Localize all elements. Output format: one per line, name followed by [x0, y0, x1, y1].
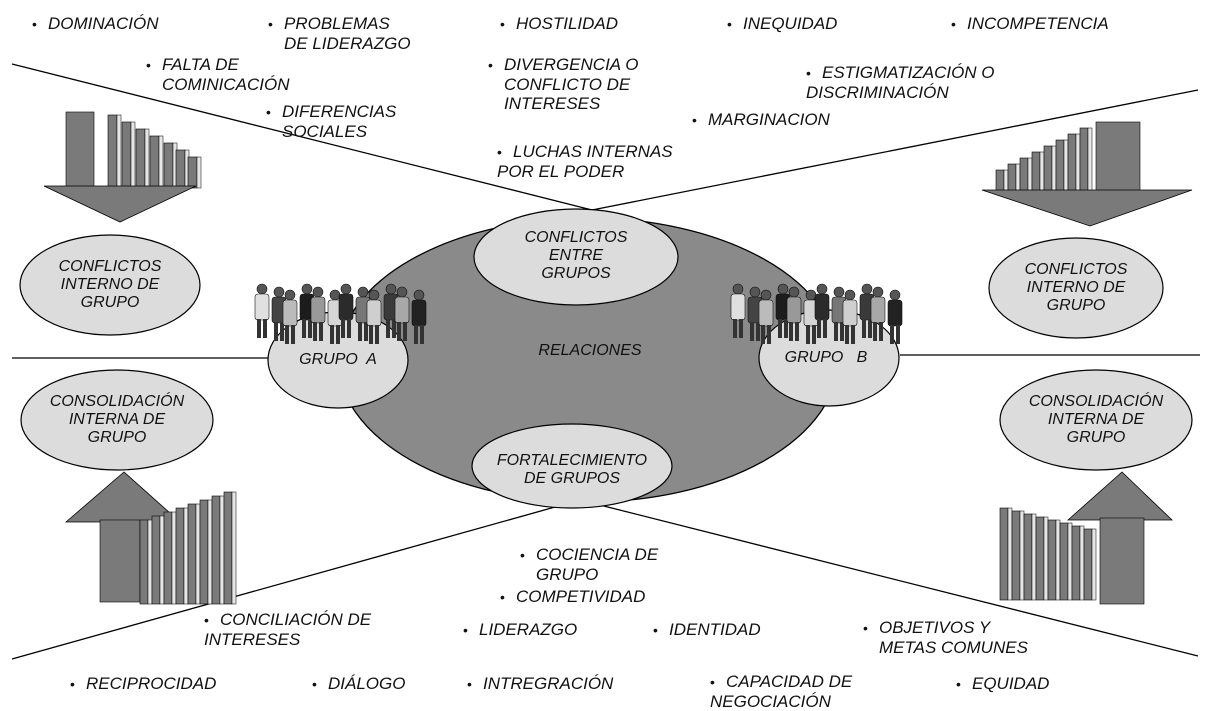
factor-label: •EQUIDAD: [956, 674, 1050, 693]
divider-top-right: [591, 89, 1199, 211]
node-line: GRUPO: [1046, 297, 1106, 314]
node-line: CONSOLIDACIÓN: [49, 393, 185, 410]
node-line: INTERNO DE: [60, 276, 160, 293]
factor-label: •DOMINACIÓN: [32, 14, 159, 33]
node-line: FORTALECIMIENTO: [496, 452, 648, 469]
node-line: CONSOLIDACIÓN: [1028, 393, 1164, 410]
node-line: INTERNO DE: [1026, 279, 1126, 296]
down-arrow-icon: [43, 111, 202, 223]
conflicts-between-ellipse: [473, 208, 679, 306]
divider-bottom-right: [579, 499, 1199, 657]
people-crowd-icon: [730, 283, 903, 344]
node-line: CONFLICTOS: [58, 258, 162, 275]
node-line: GRUPOS: [541, 265, 611, 282]
right-conflict-label: CONFLICTOS INTERNO DE GRUPO: [986, 261, 1166, 315]
factor-label: •IDENTIDAD: [653, 620, 761, 639]
factor-label: •INTREGRACIÓN: [467, 674, 614, 693]
node-line: GRUPO: [1066, 429, 1126, 446]
node-line: GRUPO: [87, 429, 147, 446]
up-arrow-icon: [999, 471, 1173, 605]
left-conflict-label: CONFLICTOS INTERNO DE GRUPO: [20, 258, 200, 312]
up-arrow-icon: [64, 471, 237, 605]
strengthening-label: FORTALECIMIENTO DE GRUPOS: [472, 452, 672, 488]
node-line: CONFLICTOS: [524, 229, 628, 246]
node-line: CONFLICTOS: [1024, 261, 1128, 278]
factor-label: •INEQUIDAD: [727, 14, 838, 33]
node-line: DE GRUPOS: [523, 470, 620, 487]
center-label: RELACIONES: [538, 342, 642, 359]
node-line: GRUPO: [80, 294, 140, 311]
divider-top-left: [11, 63, 593, 211]
group-a-label: GRUPO A: [299, 351, 377, 368]
factor-label: •LIDERAZGO: [463, 620, 578, 639]
down-arrow-icon: [981, 121, 1193, 227]
node-line: INTERNA DE: [68, 411, 166, 428]
left-consolidation-label: CONSOLIDACIÓN INTERNA DE GRUPO: [27, 393, 207, 447]
strengthening-ellipse: [471, 423, 673, 509]
factor-label: •DIÁLOGO: [312, 674, 406, 693]
factor-label: •HOSTILIDAD: [500, 14, 619, 33]
conflicts-between-label: CONFLICTOS ENTRE GRUPOS: [476, 229, 676, 283]
left-conflict-ellipse: [19, 234, 201, 336]
factor-label: •COMPETIVIDAD: [500, 587, 646, 606]
right-consolidation-label: CONSOLIDACIÓN INTERNA DE GRUPO: [1006, 393, 1186, 447]
right-conflict-ellipse: [988, 237, 1164, 339]
factor-label: •INCOMPETENCIA: [951, 14, 1109, 33]
factor-label: •MARGINACION: [692, 110, 830, 129]
left-consolidation-ellipse: [20, 369, 214, 471]
node-line: ENTRE: [548, 247, 604, 264]
group-b-label: GRUPO B: [784, 349, 868, 366]
people-crowd-icon: [254, 283, 427, 344]
right-consolidation-ellipse: [999, 369, 1193, 471]
node-line: INTERNA DE: [1047, 411, 1145, 428]
divider-bottom-left: [11, 499, 581, 660]
factor-label: •RECIPROCIDAD: [70, 674, 217, 693]
